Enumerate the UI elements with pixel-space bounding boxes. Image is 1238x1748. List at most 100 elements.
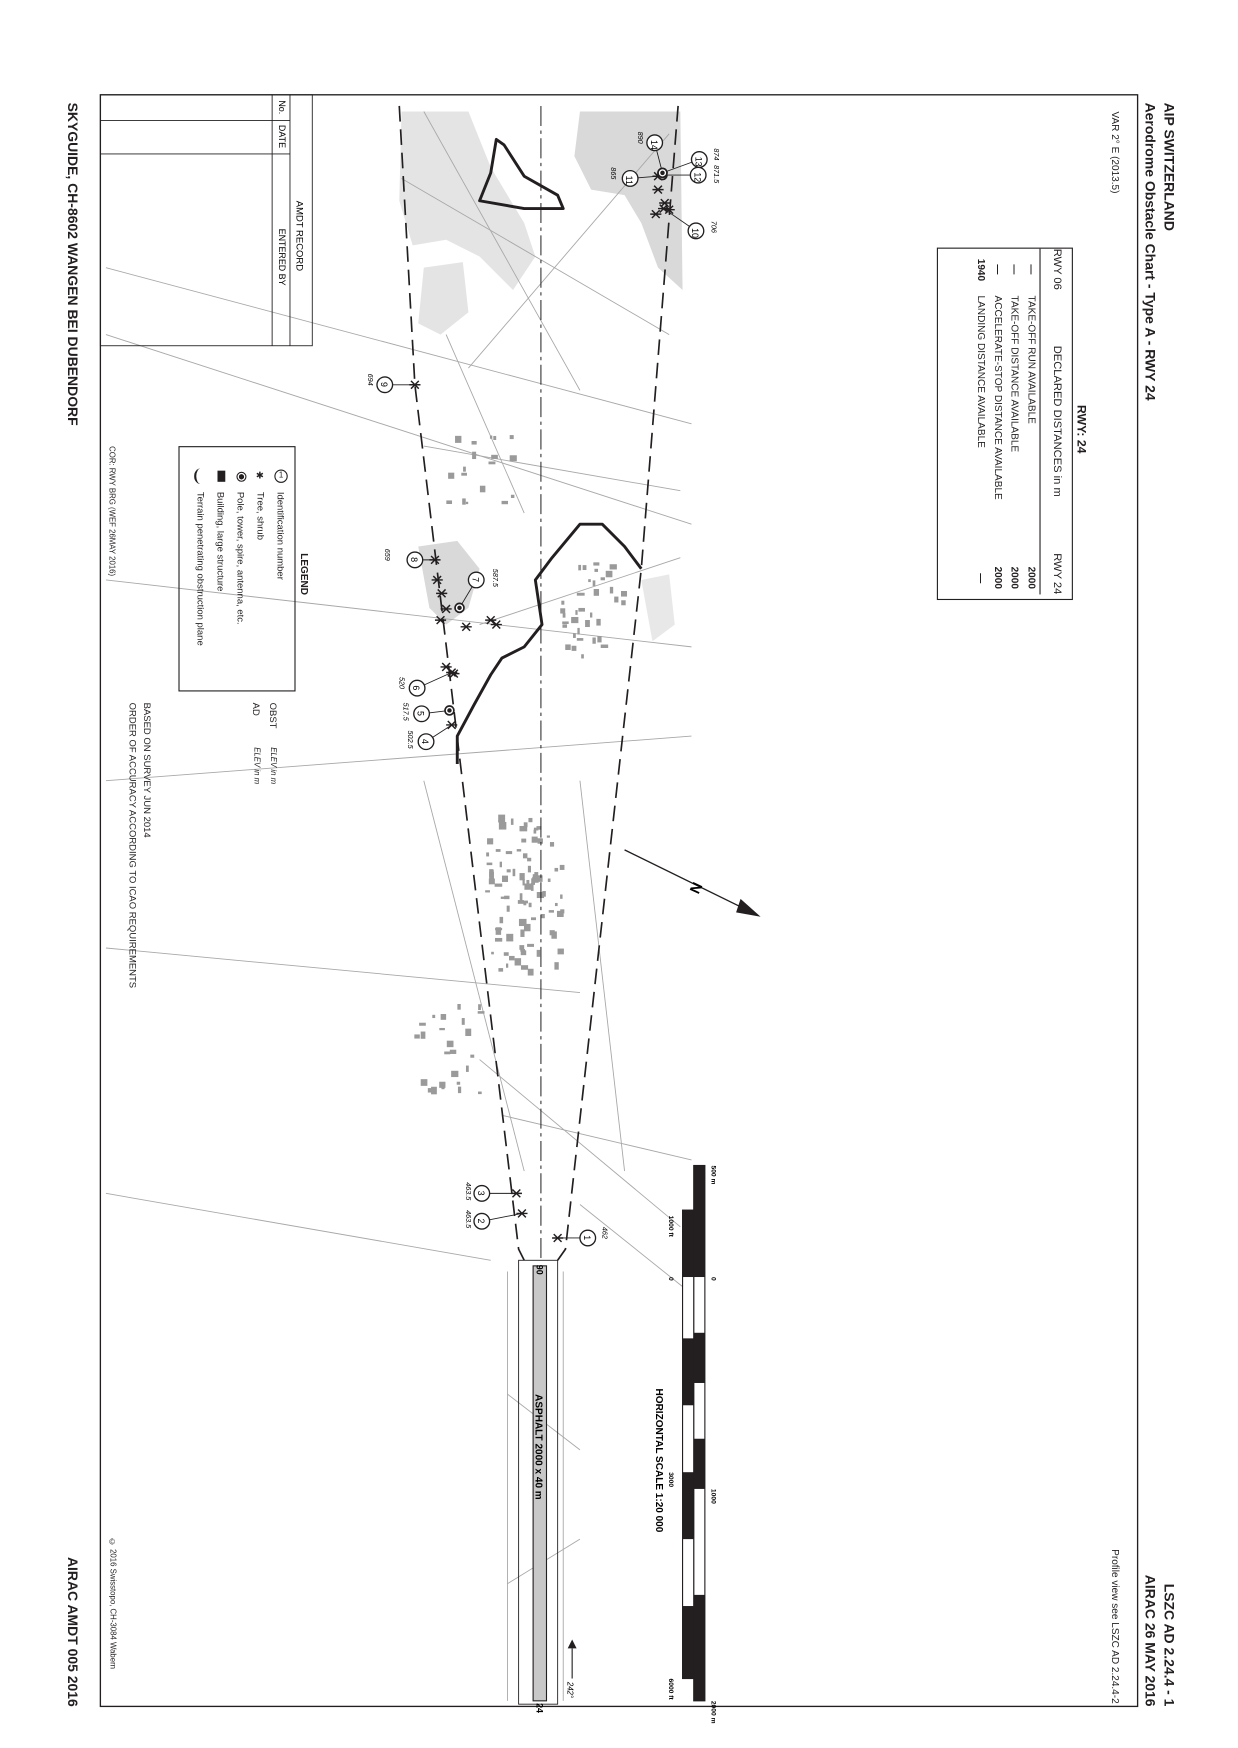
- building: [536, 826, 542, 830]
- building: [498, 814, 506, 823]
- obstacle-id-circle: [467, 571, 485, 589]
- building: [536, 838, 543, 842]
- obstacle-id: 10: [690, 228, 700, 238]
- building-icon: [216, 470, 225, 482]
- obstacle-id: 11: [624, 176, 634, 185]
- building: [446, 500, 453, 505]
- building: [457, 1086, 462, 1094]
- building: [561, 600, 565, 605]
- scale-metric-label: 2000 m: [710, 1701, 717, 1724]
- building: [479, 485, 486, 493]
- scale-segment: [682, 1472, 694, 1540]
- building: [498, 821, 507, 830]
- building: [510, 494, 515, 498]
- building: [491, 454, 498, 459]
- building: [600, 577, 605, 581]
- road-network: [105, 111, 692, 1701]
- tree-icon: [434, 615, 447, 625]
- building: [577, 627, 580, 635]
- tree-icon: [490, 620, 502, 629]
- building: [524, 883, 532, 890]
- building: [420, 1031, 426, 1039]
- amdt-col-entered-by: ENTERED BY: [277, 229, 287, 286]
- building: [560, 909, 565, 914]
- obstacle-elevation: 463.5: [464, 1182, 473, 1201]
- obstacle-id-circle: [376, 376, 394, 394]
- map-frame: [99, 94, 1139, 1708]
- building: [463, 466, 466, 472]
- obstacle-id-circle: [687, 222, 705, 240]
- tree-icon: [448, 669, 460, 679]
- road: [105, 1192, 491, 1261]
- building: [461, 1018, 465, 1025]
- tree-icon: [663, 205, 675, 215]
- road: [579, 780, 626, 1172]
- obstacle-id: 1: [582, 1235, 592, 1240]
- obstacle-elevation: 517.5: [402, 703, 411, 722]
- building: [530, 883, 534, 891]
- airac-date: AIRAC 26 MAY 2016: [1142, 1574, 1158, 1707]
- building: [489, 869, 494, 877]
- road: [423, 111, 581, 391]
- chart-title: Aerodrome Obstacle Chart - Type A - RWY …: [1142, 102, 1158, 401]
- scale-segment: [693, 1438, 705, 1489]
- building: [593, 588, 600, 596]
- building: [536, 892, 545, 899]
- obstacle-id-circle: [413, 705, 431, 723]
- road: [105, 947, 580, 994]
- building: [554, 902, 558, 907]
- building: [546, 835, 550, 838]
- building: [536, 949, 541, 957]
- cell-rwy24: 2000: [1009, 566, 1021, 590]
- building: [432, 1014, 436, 1019]
- building: [503, 952, 509, 956]
- magnetic-variation: VAR 2° E (2013.5): [1109, 111, 1121, 194]
- building: [498, 968, 504, 972]
- correction-note: COR: RWY BRG (WEF 26MAY 2016): [107, 446, 115, 577]
- road: [423, 445, 681, 492]
- building: [578, 607, 585, 612]
- obstacle-elevation: 502.5: [406, 731, 415, 750]
- building: [527, 865, 531, 873]
- building: [461, 472, 467, 476]
- tree-icon: [446, 720, 458, 730]
- obstacle-elevation: 520: [397, 677, 406, 689]
- building: [541, 913, 545, 919]
- building: [441, 1085, 445, 1090]
- building: [519, 873, 525, 881]
- profile-view-note: Profile view see LSZC AD 2.24.4-2: [1109, 1549, 1121, 1705]
- obstacle-id-circle: [621, 169, 639, 187]
- building: [589, 612, 593, 618]
- building: [520, 965, 529, 970]
- north-arrowhead-icon: [736, 898, 761, 917]
- legend-label: Pole, tower, spire, antenna, etc.: [235, 491, 247, 625]
- building: [527, 857, 532, 862]
- building: [504, 895, 510, 900]
- building: [600, 644, 609, 648]
- building: [465, 1065, 469, 1072]
- building: [478, 1091, 482, 1095]
- road: [401, 178, 670, 335]
- scale-segment: [682, 1210, 694, 1278]
- building: [533, 829, 537, 834]
- building: [501, 500, 509, 505]
- road: [479, 557, 681, 625]
- building: [534, 872, 539, 880]
- building: [465, 501, 469, 505]
- building: [506, 869, 511, 873]
- building: [585, 619, 590, 628]
- building: [499, 861, 502, 868]
- building: [520, 929, 525, 937]
- building: [486, 852, 490, 857]
- building: [506, 933, 514, 942]
- building: [554, 962, 559, 970]
- scale-feet-label: 3000: [667, 1472, 674, 1487]
- obstacle-id-circle: [408, 679, 426, 697]
- building: [512, 868, 516, 877]
- building: [596, 618, 601, 626]
